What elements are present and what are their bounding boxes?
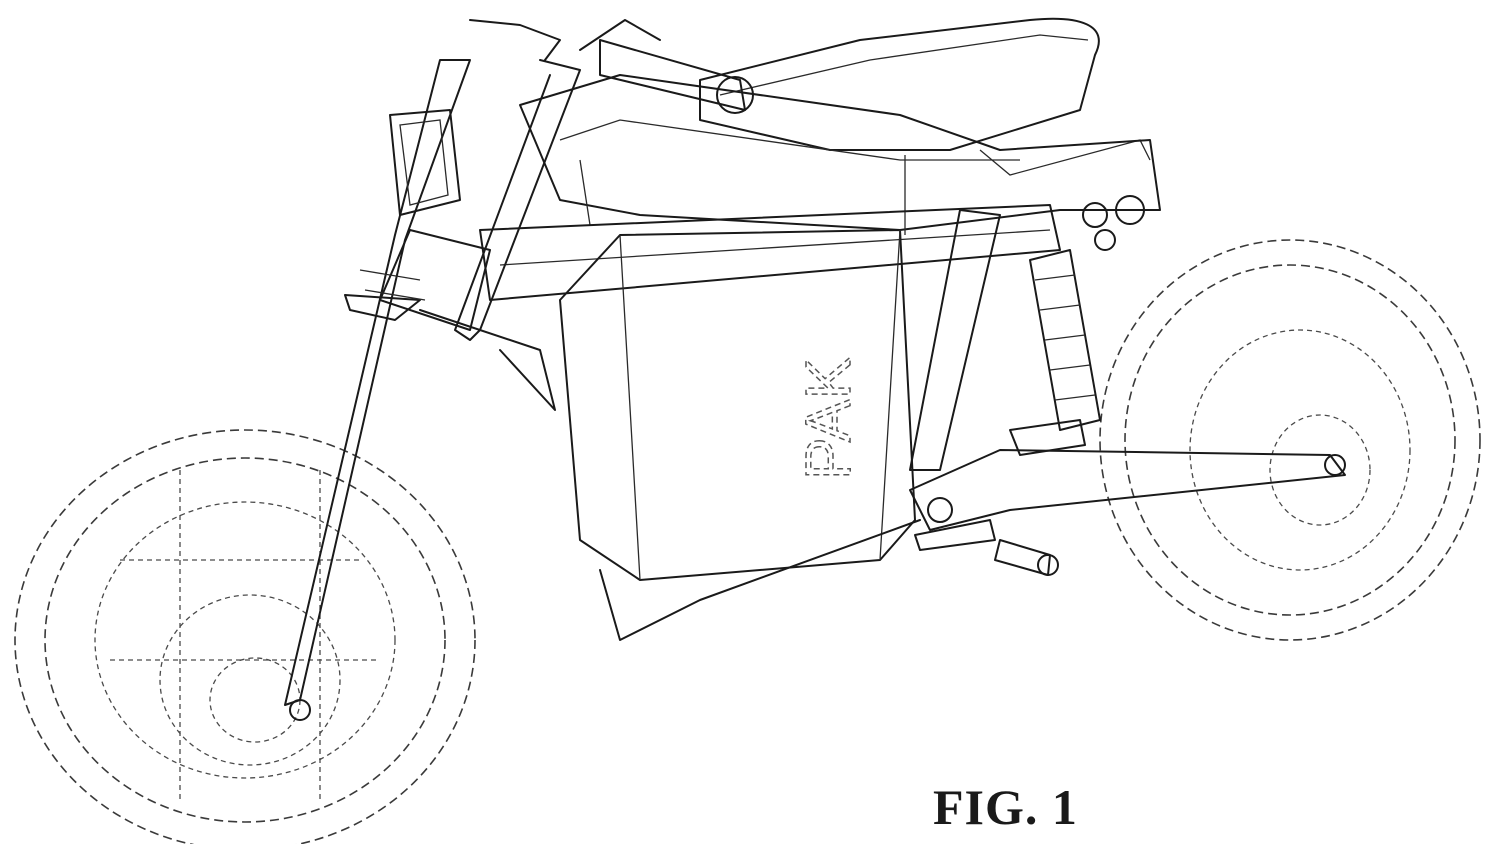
rear-wheel <box>1099 239 1481 641</box>
rear-suspension <box>909 195 1346 531</box>
footpeg <box>914 519 1059 576</box>
handlebar <box>579 19 754 114</box>
upper-body <box>479 74 1161 301</box>
front-wheel <box>14 429 476 844</box>
battery-pak-text: PAK <box>792 357 864 480</box>
headlight <box>389 109 461 216</box>
battery-pack: PAK <box>559 229 921 641</box>
front-fork <box>284 19 581 721</box>
seat <box>699 17 1151 176</box>
figure-label: FIG. 1 <box>933 779 1078 835</box>
